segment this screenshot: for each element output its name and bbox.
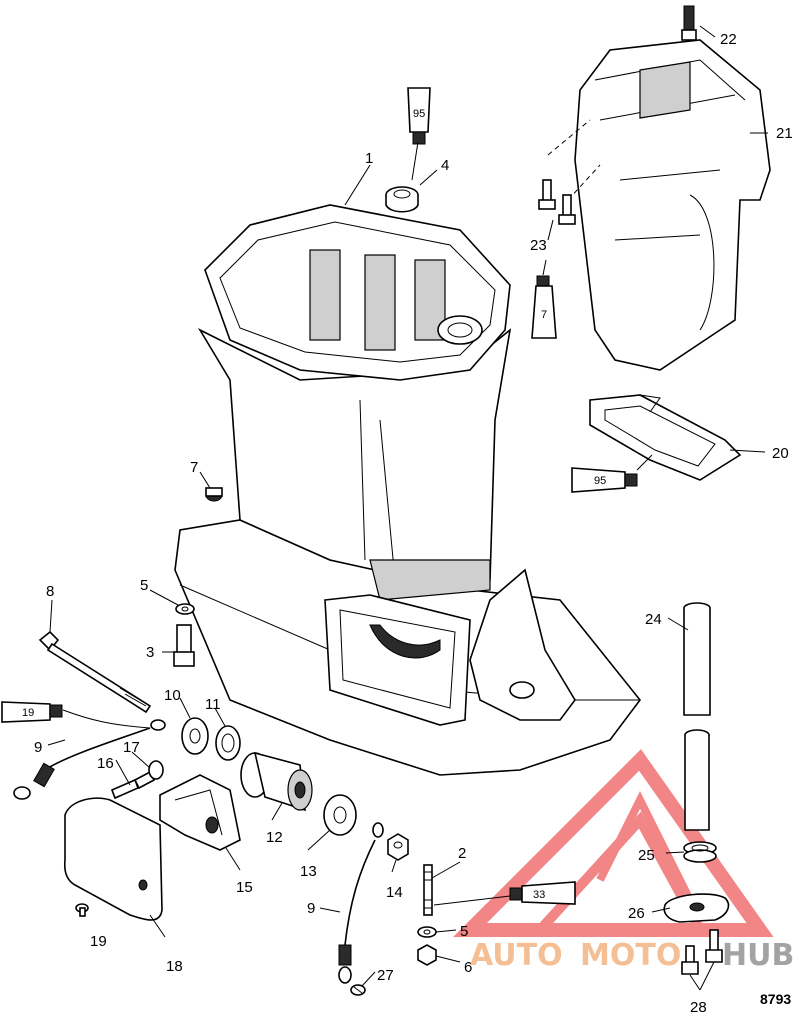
callout-18: 18: [166, 958, 183, 975]
tube-label: 7: [541, 309, 547, 321]
grommet-25: [683, 841, 717, 863]
bolts-28: [681, 929, 723, 975]
callout-17: 17: [123, 739, 140, 756]
sealant-tube-33: 33: [509, 881, 576, 905]
stud-22: [681, 5, 697, 41]
callout-8: 8: [46, 583, 54, 600]
tube-label: 33: [533, 889, 545, 901]
watermark-moto: MOTO: [580, 938, 681, 973]
flange-26: [663, 893, 730, 923]
callout-10: 10: [164, 687, 181, 704]
washer-13: [323, 794, 357, 836]
watermark-hub: HUB: [722, 938, 794, 973]
watermark-auto: AUTO: [470, 938, 563, 973]
washer-5-top: [175, 603, 195, 615]
callout-21: 21: [776, 125, 793, 142]
screw-19: [75, 903, 89, 917]
callout-14: 14: [386, 884, 403, 901]
bolt-3: [173, 624, 195, 667]
callout-25: 25: [638, 847, 655, 864]
sealant-tube-19: 19: [1, 701, 63, 723]
callout-11: 11: [205, 696, 221, 713]
callout-2: 2: [458, 845, 466, 862]
bolt-16: [110, 770, 156, 800]
callout-5-bottom: 5: [460, 923, 468, 940]
sealant-tube-95-top: 95: [407, 87, 431, 145]
plug-7: [205, 487, 223, 502]
tube-label: 19: [22, 707, 34, 719]
nut-14: [387, 833, 409, 861]
callout-23: 23: [530, 237, 547, 254]
callout-28: 28: [690, 999, 707, 1016]
grommet-4: [385, 186, 419, 213]
nut-6: [417, 944, 437, 966]
cover-18: [63, 797, 163, 921]
callout-9-left: 9: [34, 739, 42, 756]
ground-strap-9-right: [338, 822, 384, 984]
callout-4: 4: [441, 157, 449, 174]
callout-19: 19: [90, 933, 107, 950]
adapter-plate: [547, 39, 771, 371]
callout-5-top: 5: [140, 577, 148, 594]
callout-3: 3: [146, 644, 154, 661]
water-tube-24: [683, 602, 711, 831]
callout-16: 16: [97, 755, 114, 772]
callout-24: 24: [645, 611, 662, 628]
callout-20: 20: [772, 445, 789, 462]
tube-label: 95: [594, 475, 606, 487]
callout-9-right: 9: [307, 900, 315, 917]
callout-labels: 1 2 3 4 5 5 6 7 8 9 9 10 11 12 13 14 15 …: [34, 31, 793, 1016]
washer-10: [181, 717, 209, 755]
tube-label: 95: [413, 108, 425, 120]
gasket-20: [589, 394, 742, 481]
callout-22: 22: [720, 31, 737, 48]
bracket-15: [159, 774, 241, 851]
washer-5-bottom: [417, 926, 437, 938]
leader-lines: [47, 25, 768, 991]
callout-6: 6: [464, 959, 472, 976]
sealant-tube-95-mid: 95: [571, 467, 638, 493]
bolts-23: [538, 179, 576, 225]
screw-27: [350, 984, 366, 996]
callout-7: 7: [190, 459, 198, 476]
mount-12: [240, 751, 313, 812]
callout-12: 12: [266, 829, 283, 846]
ground-strap-9-left: [13, 719, 166, 800]
driveshaft-housing: [174, 204, 642, 776]
callout-27: 27: [377, 967, 394, 984]
watermark-text: AUTO MOTO HUB: [470, 938, 794, 973]
washer-17: [148, 760, 164, 780]
callout-1: 1: [365, 150, 373, 167]
stud-2: [423, 864, 433, 916]
figure-number: 8793: [760, 991, 791, 1007]
callout-13: 13: [300, 863, 317, 880]
callout-15: 15: [236, 879, 253, 896]
sealant-tube-7: 7: [531, 275, 557, 339]
washer-11: [215, 725, 241, 761]
bolt-8: [38, 630, 152, 714]
callout-26: 26: [628, 905, 645, 922]
